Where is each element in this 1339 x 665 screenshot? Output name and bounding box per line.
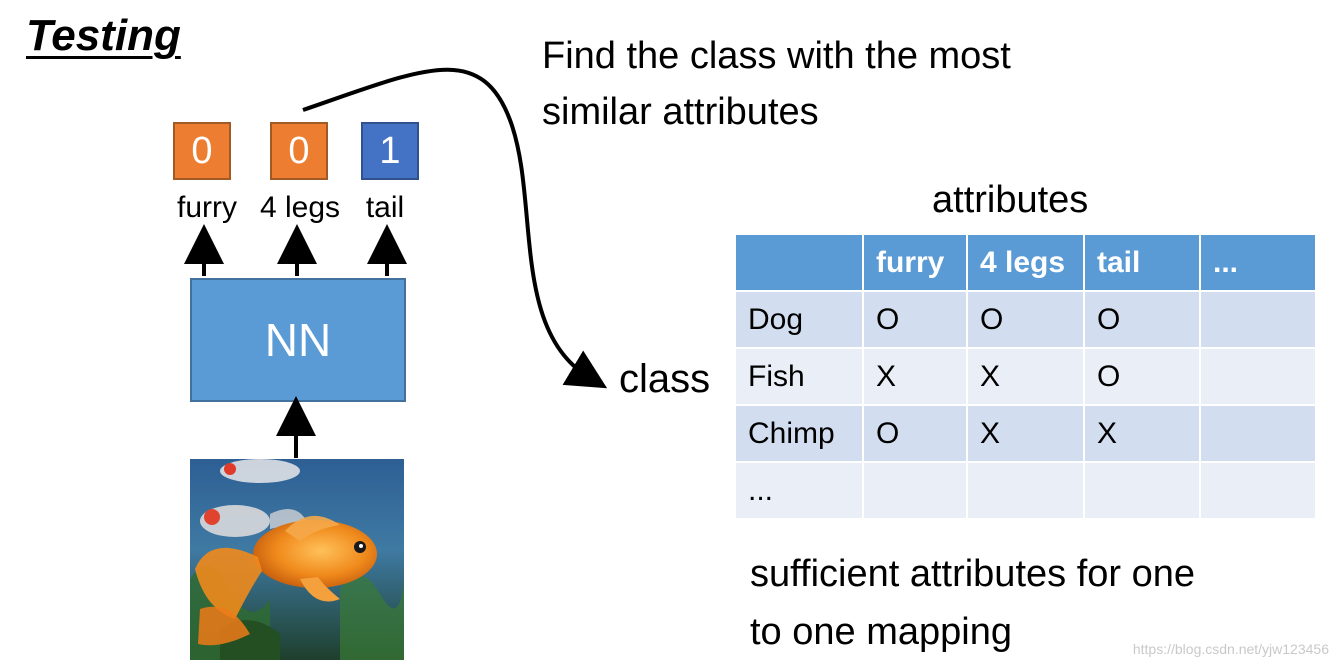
header-cell: [734, 233, 864, 292]
curve-arrow-to-class: [302, 67, 608, 389]
table-cell: Chimp: [734, 404, 864, 463]
table-cell: O: [1083, 347, 1201, 406]
slide-title: Testing: [26, 11, 181, 60]
table-cell: X: [966, 404, 1085, 463]
table-cell: [1083, 461, 1201, 520]
table-row: Fish X X O: [734, 347, 1317, 406]
top-note: Find the class with the most similar att…: [542, 35, 1011, 133]
table-row: Chimp O X X: [734, 404, 1317, 463]
attribute-table: furry 4 legs tail ... Dog O O O Fish X X…: [734, 233, 1317, 520]
table-title: attributes: [932, 179, 1089, 221]
table-row: Dog O O O: [734, 290, 1317, 349]
table-cell: X: [862, 347, 968, 406]
output-label-4-legs: 4 legs: [259, 191, 341, 224]
output-label-furry: furry: [177, 191, 237, 224]
header-cell: ...: [1199, 233, 1317, 292]
goldfish-photo: [190, 459, 404, 660]
header-cell: 4 legs: [966, 233, 1085, 292]
table-cell: O: [862, 404, 968, 463]
table-cell: Dog: [734, 290, 864, 349]
table-cell: [1199, 461, 1317, 520]
table-cell: X: [966, 347, 1085, 406]
table-cell: Fish: [734, 347, 864, 406]
table-cell: O: [862, 290, 968, 349]
table-row: ...: [734, 461, 1317, 520]
table-cell: O: [1083, 290, 1201, 349]
watermark: https://blog.csdn.net/yjw123456: [1132, 641, 1329, 657]
table-cell: X: [1083, 404, 1201, 463]
table-cell: [966, 461, 1085, 520]
output-label-tail: tail: [365, 191, 405, 224]
table-cell: [862, 461, 968, 520]
header-cell: furry: [862, 233, 968, 292]
table-cell: [1199, 347, 1317, 406]
table-header-row: furry 4 legs tail ...: [734, 233, 1317, 292]
table-cell: [1199, 290, 1317, 349]
table-cell: [1199, 404, 1317, 463]
table-cell: ...: [734, 461, 864, 520]
class-label: class: [619, 357, 711, 401]
table-cell: O: [966, 290, 1085, 349]
bottom-note: sufficient attributes for one to one map…: [750, 553, 1195, 653]
neural-network-box: NN: [190, 278, 406, 402]
output-bit-furry: 0: [173, 122, 231, 180]
output-bit-4-legs: 0: [270, 122, 328, 180]
output-bit-tail: 1: [361, 122, 419, 180]
header-cell: tail: [1083, 233, 1201, 292]
